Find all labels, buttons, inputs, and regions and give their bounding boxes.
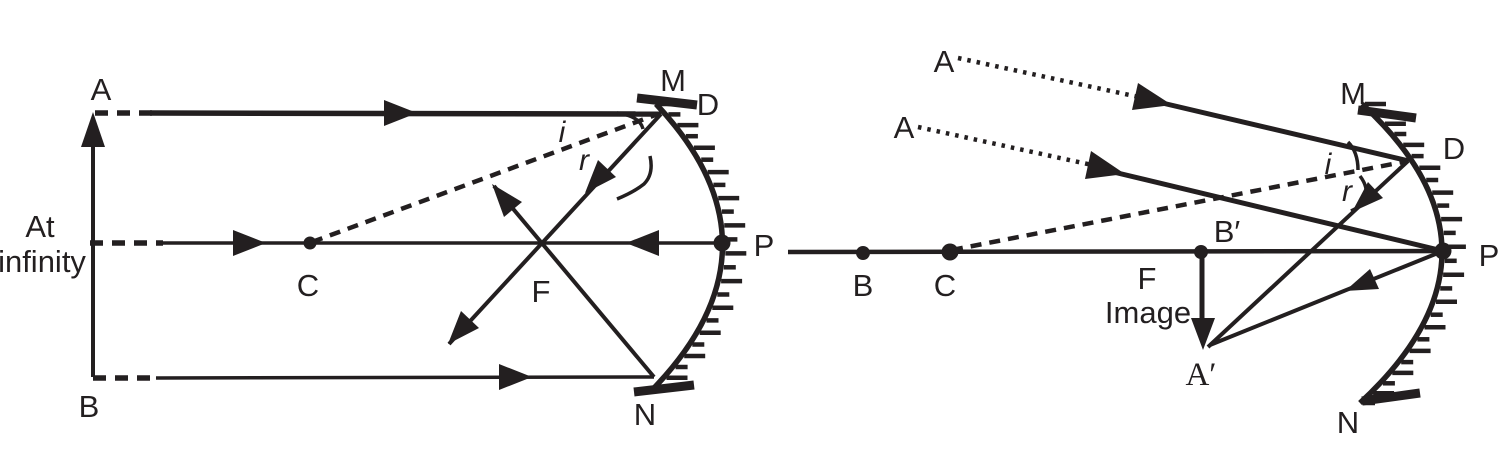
angle-i-brace [616,111,645,130]
label-object-bottom: B [79,389,100,424]
normal-dashed-line [311,111,659,245]
right-diagram: A A B C B′ F Image A′ i r M D P N [787,44,1500,440]
image-foot-dot [1194,245,1208,259]
axis-arrowhead-right-icon [233,230,266,256]
incident-ray-1-dotted [957,55,1149,102]
label-mirror-top: M [1340,76,1366,111]
object-foot-dot [856,246,870,260]
normal-dashed-line [951,158,1409,253]
label-centre-of-curvature: C [297,268,319,303]
bottom-ray-arrowhead-icon [499,364,532,390]
label-image-caption: Image [1105,295,1191,330]
label-angle-r: r [579,144,590,177]
reflected-ray-top [447,112,663,346]
object-arrowhead-up-icon [81,112,105,147]
reflected-ray-top-end-arrowhead-icon [448,311,479,344]
label-point-d: D [697,87,719,122]
label-object-ray-2: A [894,110,915,145]
label-object-ray-1: A [934,44,955,79]
axis-arrowhead-left-icon [626,230,659,256]
reflected-ray-bottom-arrowhead-icon [492,184,522,217]
label-image-tip: A′ [1185,357,1216,393]
pole-dot [713,234,731,252]
label-mirror-top: M [660,63,686,98]
label-object-foot: B [853,268,874,303]
incident-ray-1-solid [1157,99,1410,164]
principal-axis [787,248,1444,255]
reflected-ray-from-p-arrowhead-icon [1345,269,1379,291]
label-mirror-bottom: N [634,397,656,432]
label-at-infinity-line2: infinity [0,244,86,279]
label-focus: F [1138,261,1157,296]
centre-of-curvature-dot [303,236,317,250]
angle-i-brace [1346,140,1360,171]
mirror-bottom-end-bar [633,380,695,397]
label-mirror-bottom: N [1337,405,1359,440]
mirror-top-end-bar [636,93,698,110]
angle-r-brace [1350,174,1368,213]
label-image-foot: B′ [1214,214,1241,249]
label-point-d: D [1443,131,1465,166]
reflected-ray-from-d [1206,159,1410,349]
label-pole: P [1479,238,1500,273]
label-object-top: A [91,72,112,107]
label-focus: F [532,274,551,309]
left-diagram: A At infinity B C F i r M D P N [0,63,774,432]
reflected-ray-from-p [1209,249,1444,347]
concave-mirror-arc [1358,101,1445,406]
incident-ray-2-dotted [917,124,1093,168]
label-centre-of-curvature: C [934,268,956,303]
label-angle-i: i [559,116,567,149]
reflected-ray-top-mid-arrowhead-icon [585,160,616,193]
label-angle-r: r [1342,175,1353,208]
centre-of-curvature-dot [941,243,959,261]
reflected-ray-bottom [492,184,656,379]
mirror-bottom-end-bar [1361,388,1421,406]
top-ray-arrowhead-icon [384,100,417,126]
label-pole: P [754,228,775,263]
angle-r-brace [616,155,653,201]
mirror-top-end-bar [1357,105,1417,123]
bottom-incident-ray [155,375,655,380]
image-arrowhead-down-icon [1191,318,1215,350]
incident-ray-2-solid [1104,167,1444,254]
pole-dot [1434,242,1452,260]
label-angle-i: i [1325,148,1333,181]
label-at-infinity-line1: At [25,209,55,244]
